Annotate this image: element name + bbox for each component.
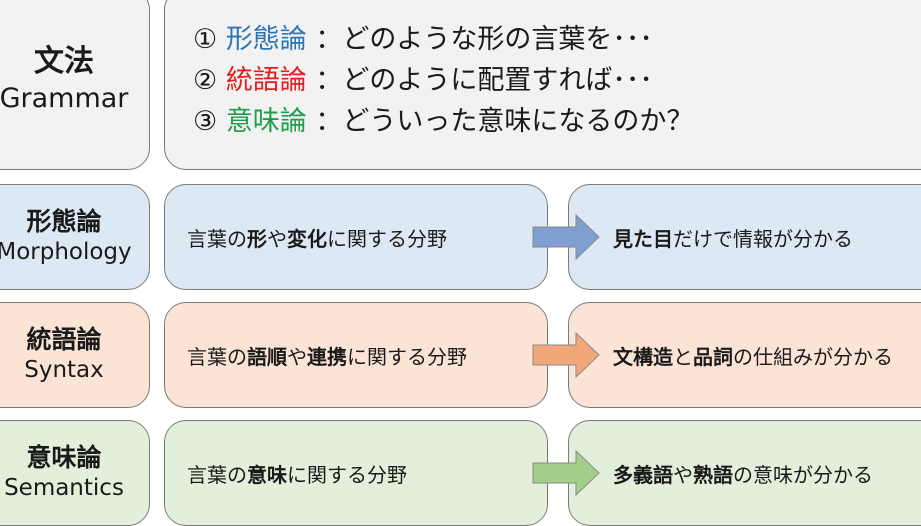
emphasis-text: 変化 — [287, 226, 327, 251]
text-segment: に関する分野 — [287, 462, 407, 487]
emphasis-text: 意味 — [247, 462, 287, 487]
overview-term-semantics: 意味論 — [225, 106, 307, 137]
overview-term-syntax: 統語論 — [225, 65, 307, 96]
emphasis-text: 熟語 — [693, 462, 733, 487]
emphasis-text: 連携 — [307, 344, 347, 369]
row-result-box: 見た目だけで情報が分かる — [568, 184, 921, 290]
emphasis-text: 品詞 — [693, 344, 733, 369]
grammar-overview-box: ① 形態論 ：どのような形の言葉を･･･ ② 統語論 ：どのように配置すれば･･… — [164, 0, 921, 170]
row-label-box-morphology: 形態論 Morphology — [0, 184, 150, 290]
arrow-shape — [532, 214, 600, 260]
text-segment: 言葉の — [187, 344, 247, 369]
grammar-title-jp: 文法 — [34, 43, 94, 79]
arrow-shape — [532, 450, 600, 496]
emphasis-text: 語順 — [247, 344, 287, 369]
overview-desc: ：どのような形の言葉を･･･ — [315, 24, 653, 55]
emphasis-text: 文構造 — [613, 344, 673, 369]
text-segment: の仕組みが分かる — [733, 344, 893, 369]
row-label-box-semantics: 意味論 Semantics — [0, 420, 150, 526]
arrow-shape — [532, 332, 600, 378]
row-title-en: Semantics — [4, 475, 124, 502]
text-segment: や — [673, 462, 693, 487]
item-number: ① — [193, 24, 218, 55]
item-number: ② — [193, 65, 218, 96]
overview-desc: ：どういった意味になるのか？ — [315, 106, 694, 137]
overview-line-3: ③ 意味論 ：どういった意味になるのか？ — [193, 101, 921, 142]
text-segment: や — [287, 344, 307, 369]
overview-term-morphology: 形態論 — [225, 24, 307, 55]
text-segment: に関する分野 — [347, 344, 467, 369]
grammar-title-en: Grammar — [0, 82, 129, 114]
row-description-box: 言葉の語順や連携に関する分野 — [164, 302, 548, 408]
row-title-en: Syntax — [24, 357, 104, 384]
overview-desc: ：どのように配置すれば･･･ — [315, 65, 653, 96]
text-segment: の意味が分かる — [733, 462, 873, 487]
text-segment: に関する分野 — [327, 226, 447, 251]
overview-line-2: ② 統語論 ：どのように配置すれば･･･ — [193, 60, 921, 101]
row-description-box: 言葉の意味に関する分野 — [164, 420, 548, 526]
row-title-jp: 意味論 — [26, 442, 102, 472]
row-title-jp: 形態論 — [26, 206, 102, 236]
row-label-box-syntax: 統語論 Syntax — [0, 302, 150, 408]
row-result-box: 多義語や熟語の意味が分かる — [568, 420, 921, 526]
text-segment: 言葉の — [187, 462, 247, 487]
grammar-label-box: 文法 Grammar — [0, 0, 150, 170]
text-segment: だけで情報が分かる — [673, 226, 853, 251]
emphasis-text: 形 — [247, 226, 267, 251]
item-number: ③ — [193, 106, 218, 137]
text-segment: と — [673, 344, 693, 369]
row-description-box: 言葉の形や変化に関する分野 — [164, 184, 548, 290]
right-arrow-icon — [532, 214, 600, 260]
text-segment: や — [267, 226, 287, 251]
overview-line-1: ① 形態論 ：どのような形の言葉を･･･ — [193, 19, 921, 60]
row-title-en: Morphology — [0, 239, 132, 266]
row-title-jp: 統語論 — [26, 324, 102, 354]
right-arrow-icon — [532, 332, 600, 378]
emphasis-text: 多義語 — [613, 462, 673, 487]
text-segment: 言葉の — [187, 226, 247, 251]
emphasis-text: 見た目 — [613, 226, 673, 251]
row-result-box: 文構造と品詞の仕組みが分かる — [568, 302, 921, 408]
right-arrow-icon — [532, 450, 600, 496]
